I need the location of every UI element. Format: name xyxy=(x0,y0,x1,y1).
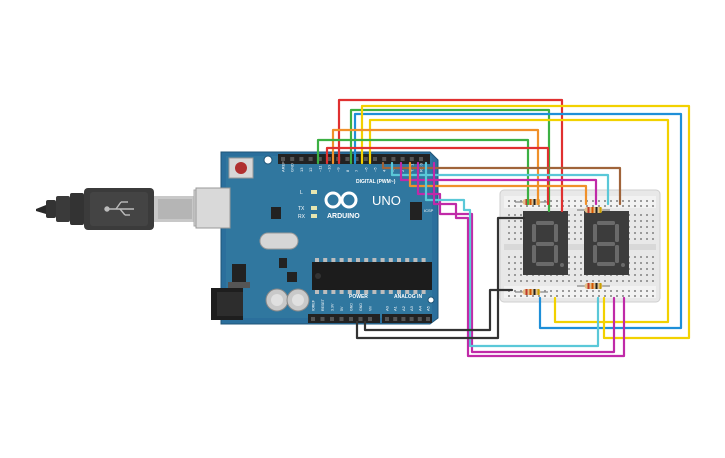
segment xyxy=(615,245,619,263)
digital-pin-label: ~10 xyxy=(327,164,332,172)
analog-pin-label: A5 xyxy=(426,305,431,311)
svg-text:ICSP: ICSP xyxy=(424,208,434,213)
atmega-chip xyxy=(312,258,432,294)
logo-text: ARDUINO xyxy=(327,213,360,220)
capacitor-2 xyxy=(286,288,310,312)
analog-pin-label: A4 xyxy=(417,305,422,311)
usb-chip xyxy=(271,207,281,219)
wire-brown[interactable] xyxy=(381,161,622,206)
led-tx-label: TX xyxy=(298,206,305,212)
segment xyxy=(536,221,554,225)
mounting-hole-1 xyxy=(263,155,273,165)
power-pin-label: GND xyxy=(350,303,354,311)
digital-pin-label: 2 xyxy=(400,169,405,172)
digital-pin-label: 4 xyxy=(382,169,387,172)
voltage-regulator xyxy=(228,264,250,288)
segment xyxy=(532,224,536,242)
seven-segment-display-2[interactable] xyxy=(584,211,629,275)
segment xyxy=(554,224,558,242)
segment xyxy=(597,262,615,266)
wire-yellow[interactable] xyxy=(360,104,691,340)
power-pin-label: 3.3V xyxy=(331,303,335,311)
digital-pin-label: ~9 xyxy=(336,167,341,172)
segment xyxy=(597,221,615,225)
usb-jack xyxy=(195,187,231,229)
capacitor-1 xyxy=(265,288,289,312)
reset-button[interactable] xyxy=(228,157,254,179)
digital-header-label: DIGITAL (PWM~) xyxy=(356,179,396,185)
analog-header-label: ANALOG IN xyxy=(394,294,422,300)
crystal-oscillator xyxy=(259,232,299,250)
digital-pin-label: AREF xyxy=(281,161,286,172)
digital-pin-label: 8 xyxy=(345,169,350,172)
led-l-label: L xyxy=(300,190,303,196)
power-header[interactable]: IOREF RESET 3.3V 5V GND GND Vin POWER xyxy=(308,294,380,323)
small-chip-2 xyxy=(287,272,297,282)
wire-black[interactable] xyxy=(355,216,526,340)
icsp-header: ICSP xyxy=(410,202,434,220)
wire-magenta[interactable] xyxy=(399,161,598,206)
power-pin-label: RESET xyxy=(321,298,325,311)
power-header-label: POWER xyxy=(349,294,368,300)
digital-pin-label: 12 xyxy=(308,167,313,172)
segment xyxy=(615,224,619,242)
wire-cyan[interactable] xyxy=(390,161,610,206)
mounting-hole-2 xyxy=(427,296,435,304)
wire-cyan[interactable] xyxy=(424,161,600,348)
segment xyxy=(532,245,536,263)
analog-pin-label: A2 xyxy=(401,305,406,311)
wire-black[interactable] xyxy=(363,288,514,332)
segment xyxy=(536,242,554,246)
digital-pin-label: GND xyxy=(290,163,295,172)
wire-green[interactable] xyxy=(316,138,530,206)
wire-yellow[interactable] xyxy=(368,118,670,324)
led-rx-label: RX xyxy=(298,214,306,220)
model-text: UNO xyxy=(372,193,401,208)
power-pin-label: IOREF xyxy=(312,299,316,311)
infinity-logo-icon xyxy=(324,191,358,209)
power-pin-label: Vin xyxy=(369,306,373,311)
onboard-leds: L TX RX xyxy=(298,190,317,220)
digital-pin-label: 7 xyxy=(354,169,359,172)
digital-pin-label: ~5 xyxy=(373,167,378,172)
segment xyxy=(593,245,597,263)
digital-pin-label: ~6 xyxy=(363,167,368,172)
power-pin-label: 5V xyxy=(340,306,344,311)
power-jack xyxy=(211,288,243,320)
wire-red[interactable] xyxy=(337,98,564,213)
analog-pin-label: A1 xyxy=(393,305,398,311)
power-pin-label: GND xyxy=(359,303,363,311)
arduino-logo: ARDUINO UNO xyxy=(324,191,401,220)
small-chip xyxy=(279,258,287,268)
digital-pin-label: ~3 xyxy=(391,167,396,172)
wire-magenta[interactable] xyxy=(432,161,626,358)
digital-pin-label: 13 xyxy=(299,167,304,172)
segment xyxy=(597,242,615,246)
analog-pin-label: A0 xyxy=(385,305,390,311)
digital-pin-label: ~11 xyxy=(317,165,322,172)
usb-symbol-icon xyxy=(104,201,134,216)
seven-segment-display-1[interactable] xyxy=(523,211,568,275)
segment xyxy=(536,262,554,266)
wire-orange[interactable] xyxy=(408,161,588,206)
segment xyxy=(593,224,597,242)
segment xyxy=(554,245,558,263)
analog-pin-label: A3 xyxy=(409,305,414,311)
wire-blue[interactable] xyxy=(353,112,683,330)
